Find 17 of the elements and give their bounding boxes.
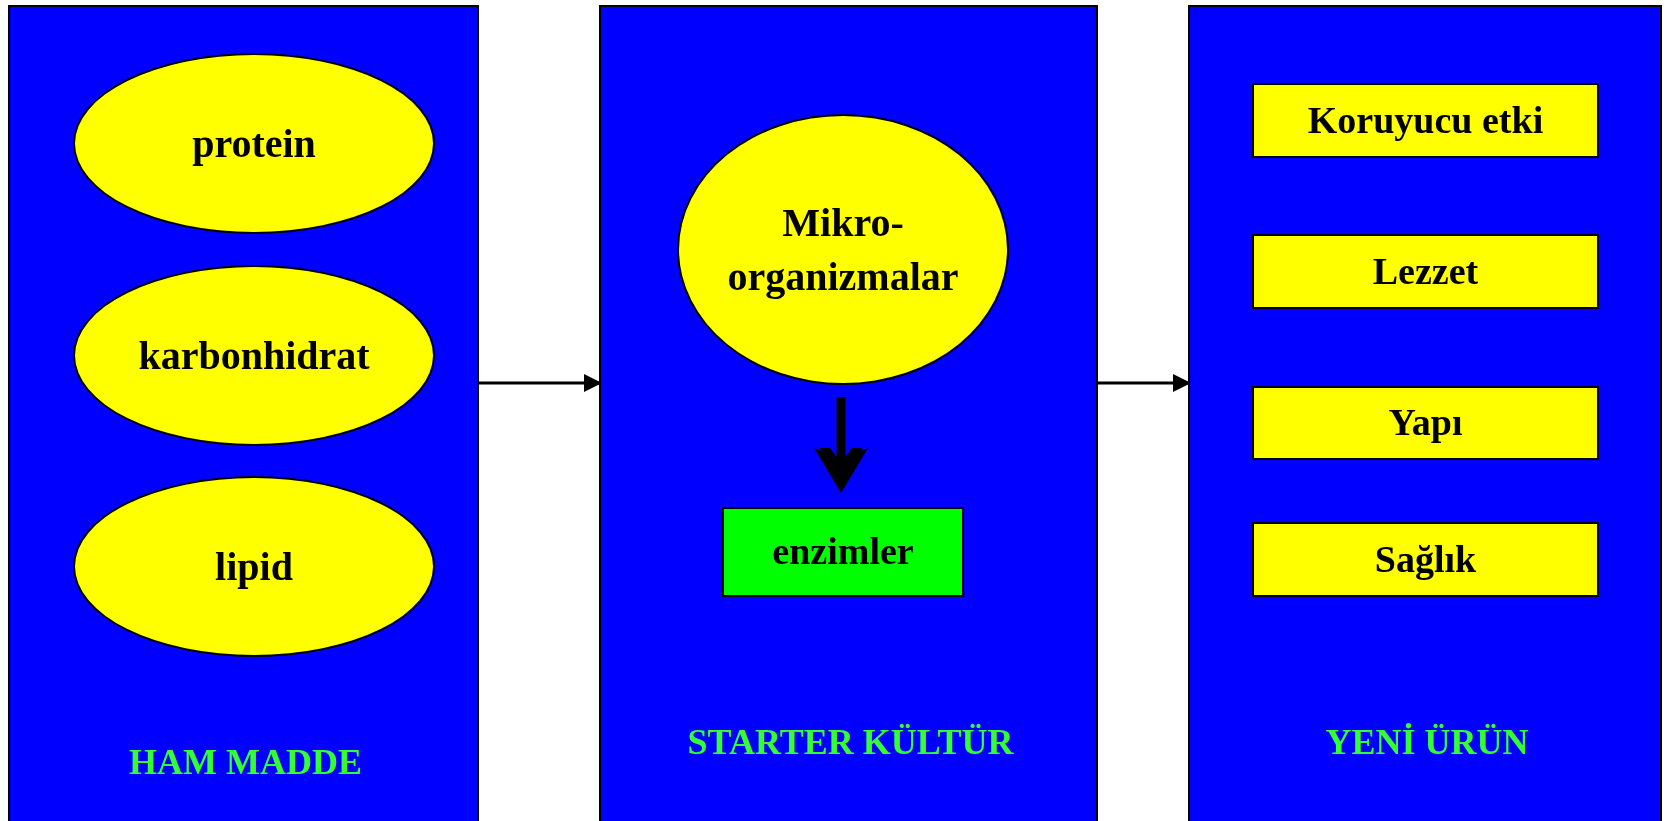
stage-panel: [1188, 5, 1662, 821]
enzyme-box: enzimler: [722, 507, 964, 597]
ellipse-node: karbonhidrat: [73, 265, 435, 446]
result-box: Koruyucu etki: [1252, 83, 1599, 158]
stage-panel: [8, 5, 479, 821]
arrow: [1098, 374, 1191, 392]
arrow: [479, 374, 602, 392]
stage-title: YENİ ÜRÜN: [1324, 720, 1530, 764]
result-box: Yapı: [1252, 386, 1599, 460]
stage-title: STARTER KÜLTÜR: [686, 720, 1015, 764]
ellipse-node: protein: [73, 53, 435, 234]
ellipse-node: Mikro- organizmalar: [677, 114, 1009, 385]
stage-panel: [599, 5, 1098, 821]
result-box: Sağlık: [1252, 522, 1599, 597]
ellipse-node: lipid: [73, 476, 435, 657]
result-box: Lezzet: [1252, 234, 1599, 309]
stage-title: HAM MADDE: [128, 740, 363, 784]
